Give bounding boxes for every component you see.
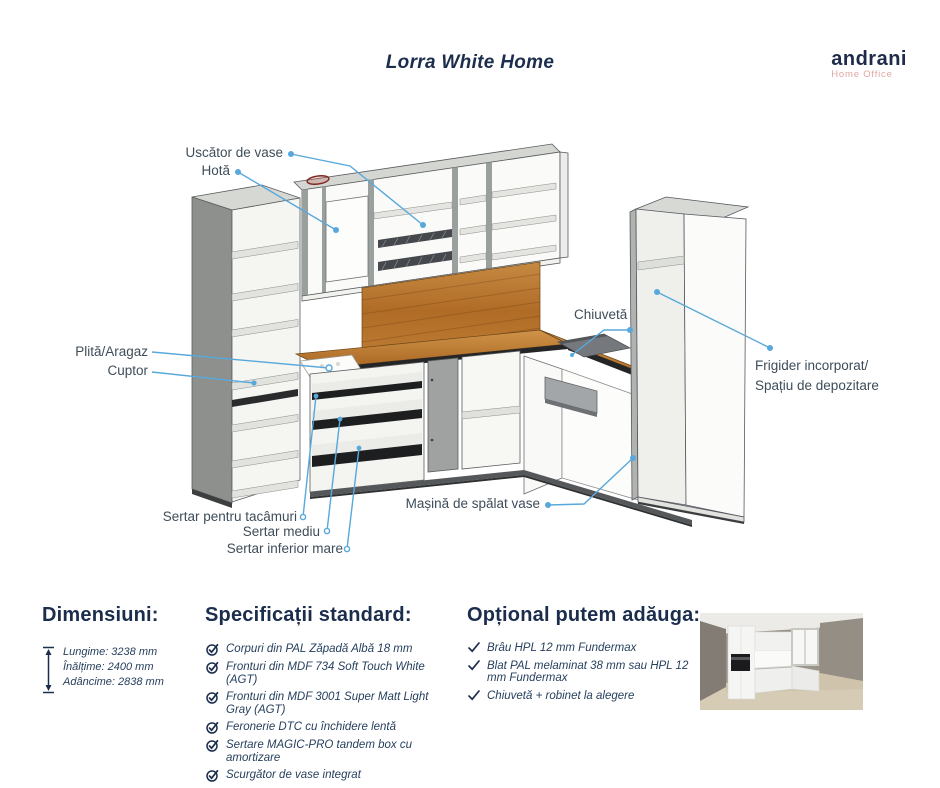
spec-item: Feronerie DTC cu închidere lentă: [206, 721, 456, 734]
circle-check-icon: [206, 691, 219, 704]
callout-hota: [235, 169, 339, 233]
optional-item: Chiuvetă + robinet la alegere: [468, 690, 690, 703]
label-frigider-line1: Frigider incorporat/: [755, 358, 869, 373]
label-sertar-inferior: Sertar inferior mare: [226, 541, 343, 556]
circle-check-icon: [206, 739, 219, 752]
hood-vent-hole: [306, 175, 330, 185]
circle-check-icon: [206, 661, 219, 674]
label-masina-spalat-vase: Mașină de spălat vase: [405, 496, 540, 511]
circle-check-icon: [206, 769, 219, 782]
dimension-item: Adâncime: 2838 mm: [63, 676, 164, 688]
plinth-frame: [310, 470, 692, 527]
callout-masina: [545, 455, 636, 508]
spec-item: Corpuri din PAL Zăpadă Albă 18 mm: [206, 643, 456, 656]
label-sertar-mediu: Sertar mediu: [242, 524, 320, 539]
circle-check-icon: [206, 721, 219, 734]
base-cabinets: [309, 350, 639, 501]
logo-name: andrani: [831, 48, 907, 70]
check-icon: [468, 659, 480, 670]
dimension-item: Lungime: 3238 mm: [63, 646, 158, 658]
logo: andrani Home Office: [831, 49, 907, 80]
label-cuptor: Cuptor: [107, 363, 148, 378]
callout-sertar-mediu: [323, 416, 343, 535]
check-icon: [468, 689, 480, 700]
label-frigider-line2: Spațiu de depozitare: [755, 378, 879, 394]
optional-heading: Opțional putem adăuga:: [467, 604, 701, 626]
spec-item: Scurgător de vase integrat: [206, 769, 456, 782]
drawers: [312, 372, 422, 467]
specs-list: Corpuri din PAL Zăpadă Albă 18 mm Frontu…: [206, 643, 456, 787]
callout-chiuveta: [570, 327, 633, 357]
fridge-cabinet: [629, 196, 750, 524]
label-frigider: Frigider incorporat/ Spațiu de depozitar…: [755, 356, 900, 397]
specs-heading: Specificații standard:: [205, 604, 412, 626]
callout-frigider: [654, 289, 773, 351]
vertical-arrow-icon: [43, 646, 54, 694]
hood-panel: [325, 195, 369, 283]
callout-sertar-inferior: [343, 445, 362, 553]
check-icon: [468, 642, 480, 653]
circle-check-icon: [206, 643, 219, 656]
optional-item: Brâu HPL 12 mm Fundermax: [468, 642, 690, 655]
callout-sertar-tacamuri: [299, 393, 319, 521]
label-chiuveta: Chiuvetă: [574, 307, 628, 322]
optional-list: Brâu HPL 12 mm Fundermax Blat PAL melami…: [468, 642, 690, 707]
oven-in-photo: [731, 654, 750, 671]
label-sertar-tacamuri: Sertar pentru tacâmuri: [162, 509, 297, 524]
cabinet-door: [427, 357, 459, 473]
upper-cabinets: [293, 143, 569, 302]
spec-item: Fronturi din MDF 734 Soft Touch White (A…: [206, 661, 456, 686]
label-hota: Hotă: [201, 163, 230, 178]
dimension-item: Înălțime: 2400 mm: [63, 661, 154, 673]
label-plita-aragaz: Plită/Aragaz: [75, 344, 148, 359]
callout-uscator: [288, 151, 426, 228]
callout-lines: [151, 151, 773, 553]
callout-plita: [151, 351, 333, 372]
spec-item: Sertare MAGIC-PRO tandem box cu amortiza…: [206, 739, 456, 764]
callout-cuptor: [151, 371, 257, 386]
logo-tagline: Home Office: [831, 69, 893, 80]
dish-rack: [378, 229, 452, 271]
kitchen-photo: [700, 613, 863, 710]
dimensions-heading: Dimensiuni:: [42, 604, 159, 626]
page-title: Lorra White Home: [385, 52, 555, 73]
dimensions-list: Lungime: 3238 mm Înălțime: 2400 mm Adânc…: [42, 646, 164, 694]
optional-item: Blat PAL melaminat 38 mm sau HPL 12 mm F…: [468, 660, 690, 685]
label-uscator-de-vase: Uscător de vase: [185, 145, 283, 160]
tall-left-cabinet: [191, 184, 301, 508]
spec-item: Fronturi din MDF 3001 Super Matt Light G…: [206, 691, 456, 716]
